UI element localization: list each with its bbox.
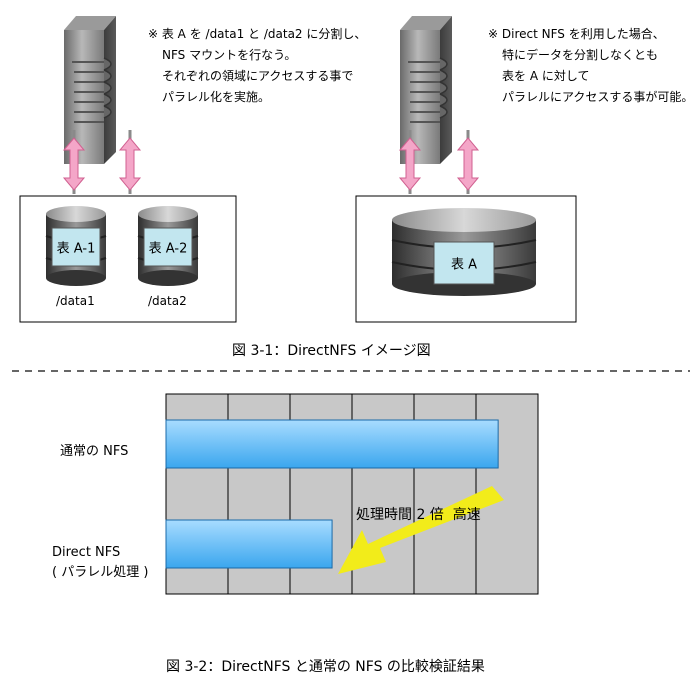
category-label-line: 通常の NFS xyxy=(60,444,129,459)
dir-label-data2: /data2 xyxy=(148,294,187,308)
category-label-nfs: 通常の NFS xyxy=(60,442,128,462)
note-line: 特にデータを分割しなくとも xyxy=(502,48,659,62)
left-note: ※ 表 A を /data1 と /data2 に分割し、 NFS マウントを行… xyxy=(148,24,366,108)
category-label-directnfs: Direct NFS ( パラレル処理 ) xyxy=(52,543,148,583)
double-arrow-icon xyxy=(456,128,480,196)
bar xyxy=(165,419,499,469)
section-divider xyxy=(12,370,690,372)
figure-caption-1: 図 3-1：DirectNFS イメージ図 xyxy=(232,343,431,359)
figure-caption-2: 図 3-2：DirectNFS と通常の NFS の比較検証結果 xyxy=(166,659,485,675)
directnfs-diagram xyxy=(19,15,577,323)
category-label-line: Direct NFS xyxy=(52,545,121,560)
double-arrow-icon xyxy=(118,128,142,196)
right-note: ※ Direct NFS を利用した場合、 特にデータを分割しなくとも 表を A… xyxy=(488,24,693,108)
category-label-line: ( パラレル処理 ) xyxy=(52,565,149,580)
note-line: パラレルにアクセスする事が可能。 xyxy=(502,90,694,104)
comparison-chart xyxy=(165,393,539,595)
note-line: ※ Direct NFS を利用した場合、 xyxy=(488,27,665,41)
disk-label-a2: 表 A-2 xyxy=(148,241,188,257)
disk-label-a1: 表 A-1 xyxy=(56,241,96,257)
disk-icon xyxy=(391,208,537,296)
note-line: パラレル化を実施。 xyxy=(162,90,271,104)
dir-label-data1: /data1 xyxy=(56,294,95,308)
disk-label-a: 表 A xyxy=(450,257,478,273)
disk-icon xyxy=(137,206,199,286)
disk-icon xyxy=(45,206,107,286)
note-line: 表を A に対して xyxy=(502,69,590,83)
bar xyxy=(165,519,333,569)
speedup-arrow-icon xyxy=(338,486,504,574)
note-line: ※ 表 A を /data1 と /data2 に分割し、 xyxy=(148,27,367,41)
note-line: それぞれの領域にアクセスする事で xyxy=(162,69,354,83)
chart-annotation: 処理時間 2 倍 高速 xyxy=(356,507,481,523)
note-line: NFS マウントを行なう。 xyxy=(162,48,297,62)
